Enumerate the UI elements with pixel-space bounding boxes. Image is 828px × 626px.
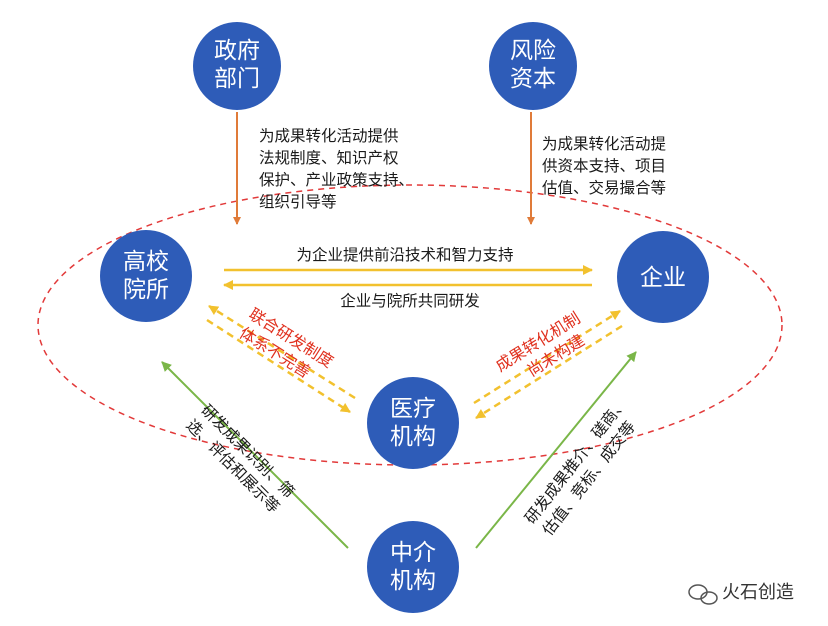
node-med-line2: 机构 bbox=[390, 424, 436, 450]
node-med-circle bbox=[367, 377, 459, 469]
wechat-icon bbox=[688, 584, 718, 605]
vc-support-line: 估值、交易撮合等 bbox=[542, 179, 666, 197]
node-vc-line2: 资本 bbox=[510, 66, 556, 92]
node-gov-circle bbox=[193, 22, 281, 110]
gov-support-line: 为成果转化活动提供 bbox=[259, 127, 399, 145]
univ-to-ent-label: 为企业提供前沿技术和智力支持 bbox=[296, 246, 513, 264]
node-med: 医疗 机构 bbox=[367, 377, 459, 469]
node-med-line1: 医疗 bbox=[390, 396, 436, 422]
inter-to-univ-arrow bbox=[161, 361, 349, 549]
gov-support-label: 为成果转化活动提供 法规制度、知识产权 保护、产业政策支持、 组织引导等 bbox=[259, 127, 414, 211]
ent-to-univ-label: 企业与院所共同研发 bbox=[340, 291, 480, 310]
ent-med-dashed-arrow-a bbox=[473, 309, 621, 405]
node-univ-line1: 高校 bbox=[123, 249, 169, 275]
node-gov-line2: 部门 bbox=[214, 66, 260, 92]
right-gap-label: 成果转化机制 尚未构建 bbox=[492, 308, 588, 380]
vc-support-line: 为成果转化活动提 bbox=[542, 135, 667, 153]
node-ent: 企业 bbox=[617, 231, 709, 323]
watermark-text: 火石创造 bbox=[722, 582, 794, 603]
node-univ-line2: 院所 bbox=[123, 277, 169, 303]
left-inter-label: 研发成果识别、筛 选、评估和展示等 bbox=[183, 401, 298, 516]
inter-to-ent-arrow bbox=[475, 351, 637, 549]
vc-support-line: 供资本支持、项目 bbox=[542, 157, 666, 175]
ent-med-dashed-arrow-b bbox=[475, 324, 623, 420]
node-inter-circle bbox=[367, 521, 459, 613]
node-inter: 中介 机构 bbox=[367, 521, 459, 613]
gov-support-line: 法规制度、知识产权 bbox=[259, 149, 399, 167]
node-ent-circle bbox=[617, 231, 709, 323]
node-vc-line1: 风险 bbox=[510, 38, 556, 64]
node-vc-circle bbox=[489, 22, 577, 110]
gov-support-line: 组织引导等 bbox=[259, 193, 337, 211]
node-inter-line2: 机构 bbox=[390, 568, 436, 594]
node-univ: 高校 院所 bbox=[100, 230, 192, 322]
univ-med-dashed-arrow-b bbox=[206, 318, 351, 414]
node-gov: 政府 部门 bbox=[193, 22, 281, 110]
univ-med-dashed-arrow-a bbox=[208, 304, 356, 400]
watermark: 火石创造 bbox=[688, 582, 794, 605]
node-vc: 风险 资本 bbox=[489, 22, 577, 110]
node-univ-circle bbox=[100, 230, 192, 322]
node-gov-line1: 政府 bbox=[214, 38, 260, 64]
node-inter-line1: 中介 bbox=[390, 540, 436, 566]
gov-support-line: 保护、产业政策支持、 bbox=[259, 171, 414, 189]
node-ent-label: 企业 bbox=[640, 265, 686, 291]
vc-support-label: 为成果转化活动提 供资本支持、项目 估值、交易撮合等 bbox=[542, 135, 667, 197]
